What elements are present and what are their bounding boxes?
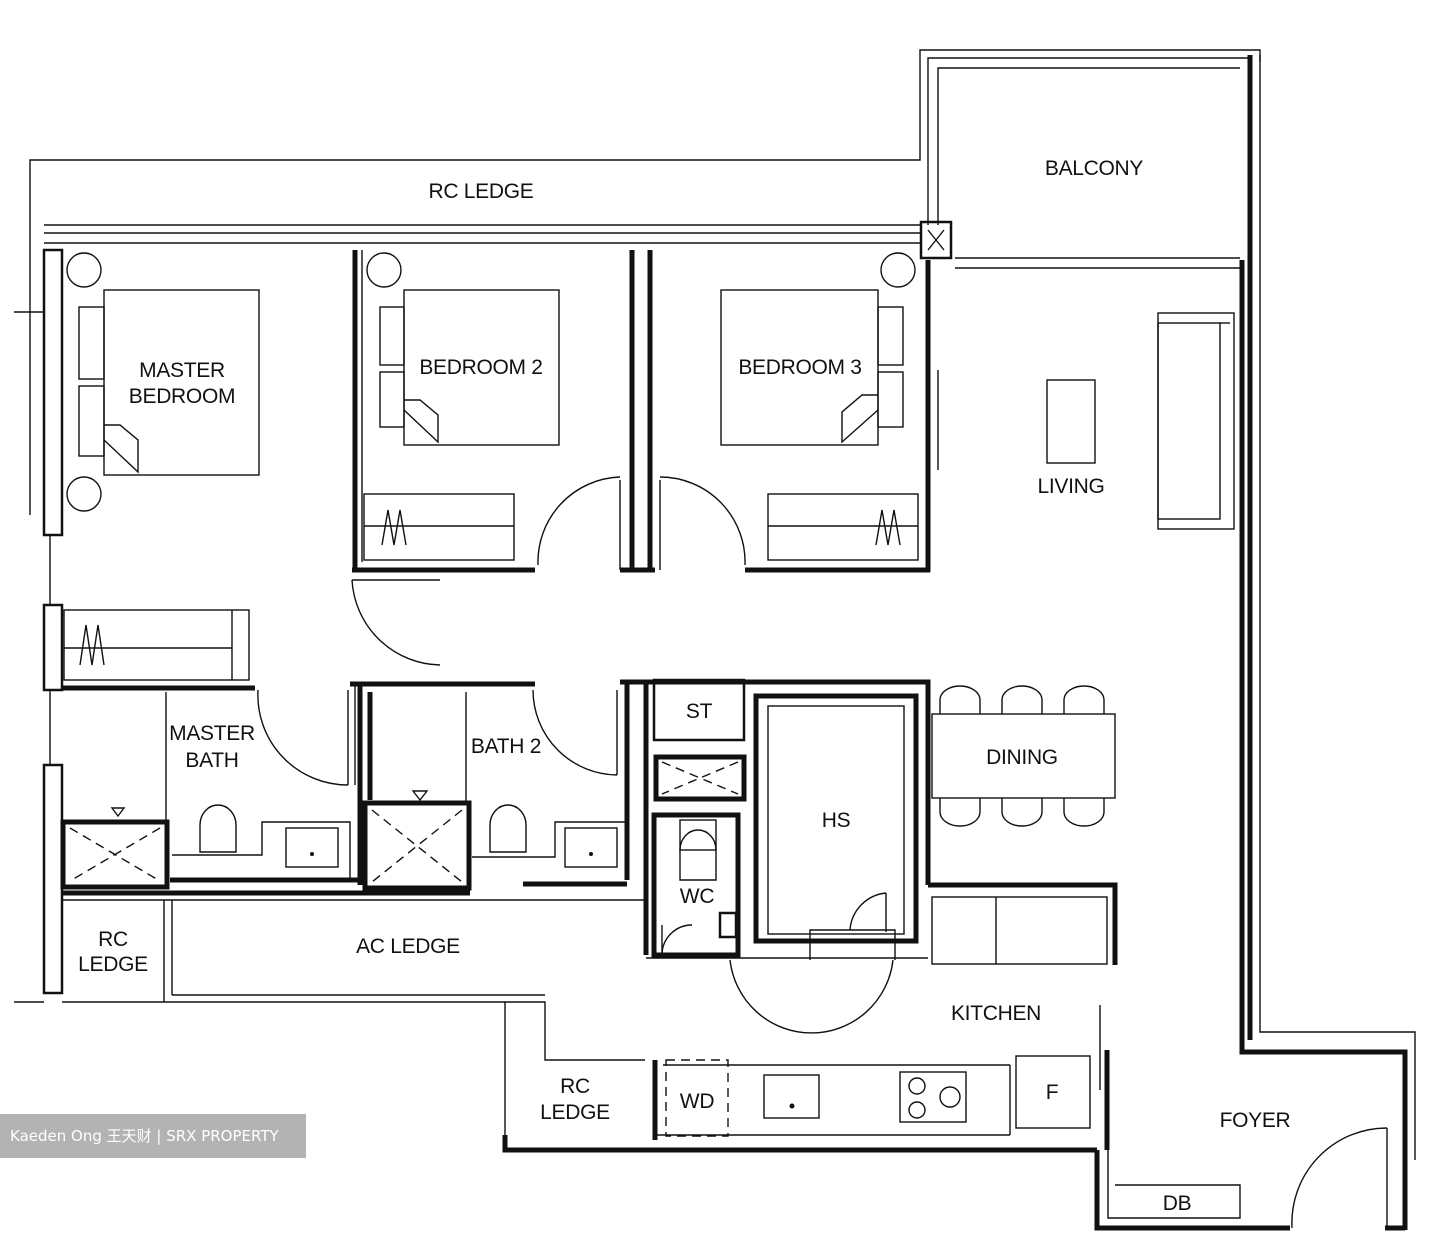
label-rc-ledge-top: RC LEDGE <box>429 180 534 203</box>
label-rc-ledge-left-line1: RC <box>98 928 128 951</box>
main-door <box>1291 1127 1388 1229</box>
label-kitchen: KITCHEN <box>951 1002 1041 1025</box>
master-bath-fixtures <box>60 689 351 890</box>
ledge-lines <box>62 900 545 1003</box>
label-master-bedroom-line1: MASTER <box>139 359 225 382</box>
label-living: LIVING <box>1037 475 1104 498</box>
label-rc-ledge-bottom-line1: RC <box>560 1075 590 1098</box>
label-bedroom-2: BEDROOM 2 <box>419 356 542 379</box>
label-st: ST <box>686 700 713 723</box>
label-wc: WC <box>680 885 715 908</box>
label-fridge: F <box>1046 1081 1059 1104</box>
bathroom-walls <box>62 680 645 901</box>
room-labels: RC LEDGE BALCONY MASTER BEDROOM BEDROOM … <box>78 157 1291 1215</box>
label-rc-ledge-bottom-line2: LEDGE <box>540 1101 610 1124</box>
label-balcony: BALCONY <box>1045 157 1144 180</box>
label-dining: DINING <box>986 746 1058 769</box>
label-ac-ledge: AC LEDGE <box>356 935 460 958</box>
bedroom3-furniture <box>659 252 919 566</box>
bedroom-walls <box>352 250 939 581</box>
watermark: Kaeden Ong 王天财 | SRX PROPERTY <box>0 1114 306 1158</box>
label-master-bedroom-line2: BEDROOM <box>129 385 235 408</box>
label-foyer: FOYER <box>1220 1109 1291 1132</box>
label-bath-2: BATH 2 <box>471 735 541 758</box>
service-walls <box>620 678 1118 1150</box>
label-db: DB <box>1163 1192 1192 1215</box>
label-bedroom-3: BEDROOM 3 <box>738 356 861 379</box>
bath2-fixtures <box>362 689 627 891</box>
label-master-bath-line2: BATH <box>185 749 238 772</box>
label-rc-ledge-left-line2: LEDGE <box>78 953 148 976</box>
bedroom2-furniture <box>363 252 621 566</box>
dining-set <box>931 685 1116 827</box>
label-wd: WD <box>680 1090 715 1113</box>
label-hs: HS <box>822 809 851 832</box>
master-bedroom-door <box>351 579 441 666</box>
living-furniture <box>1046 312 1235 530</box>
label-master-bath-line1: MASTER <box>169 722 255 745</box>
outer-walls <box>14 49 1416 1231</box>
master-bedroom-furniture <box>63 252 260 681</box>
